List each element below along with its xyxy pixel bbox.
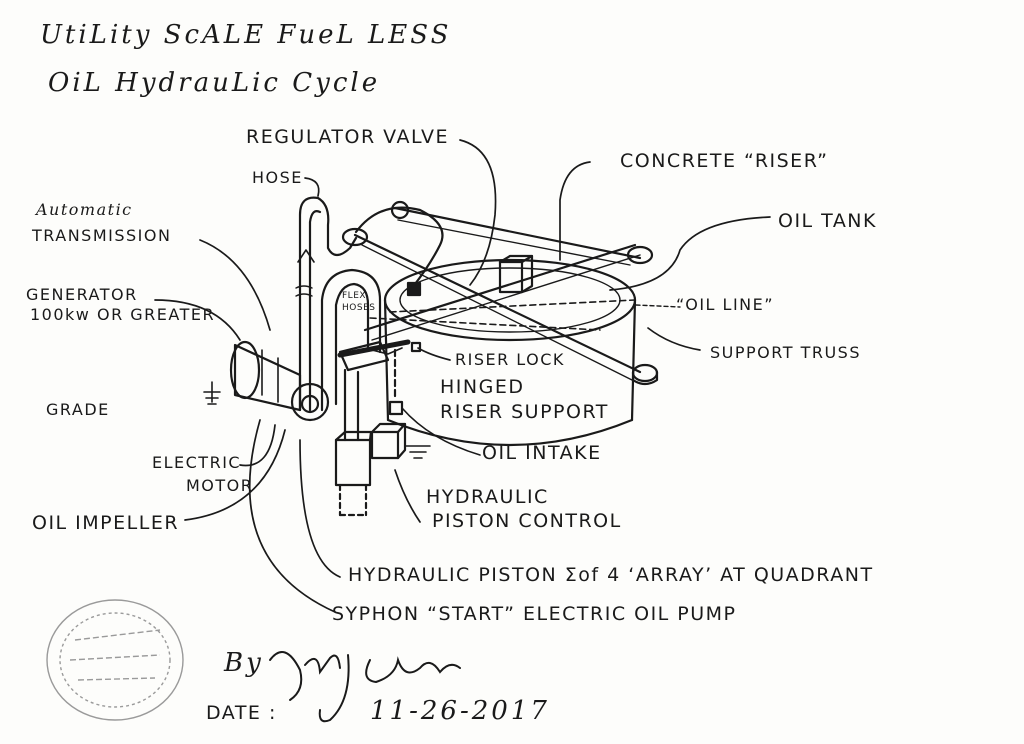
- oil-line: [369, 299, 681, 331]
- label-riser-lock: RISER LOCK: [455, 350, 565, 369]
- label-piston-control: PISTON CONTROL: [432, 510, 622, 532]
- label-electric: ELECTRIC: [152, 453, 242, 472]
- leader-lines: [154, 139, 771, 613]
- label-generator-rating: 100kw OR GREATER: [30, 305, 216, 324]
- label-hose: HOSE: [252, 168, 303, 187]
- notary-stamp: [46, 599, 184, 721]
- label-concrete-riser: CONCRETE “RISER”: [620, 150, 829, 172]
- label-generator: GENERATOR: [26, 285, 138, 304]
- regulator-line: [354, 206, 444, 290]
- signature-mark: [269, 651, 461, 723]
- date-value: 11-26-2017: [370, 696, 550, 726]
- label-syphon-pump: SYPHON “START” ELECTRIC OIL PUMP: [332, 603, 737, 625]
- title-line-1: UtiLity ScALE FueL LESS: [40, 20, 452, 50]
- label-hydraulic: HYDRAULIC: [426, 486, 549, 508]
- label-support-truss: SUPPORT TRUSS: [710, 343, 861, 362]
- ground-symbol: [404, 445, 431, 459]
- oil-intake: [388, 348, 481, 456]
- concrete-riser: [498, 254, 534, 294]
- hydraulic-piston: [334, 368, 373, 517]
- label-oil-intake: OIL INTAKE: [482, 442, 602, 464]
- label-automatic: Automatic: [36, 200, 133, 219]
- label-transmission: TRANSMISSION: [32, 226, 172, 245]
- signature-by: By: [224, 648, 264, 678]
- hinged-riser-support: [338, 340, 390, 372]
- label-grade: GRADE: [46, 400, 110, 419]
- generator: [229, 340, 330, 422]
- label-hinged: HINGED: [440, 376, 525, 398]
- support-truss: [341, 200, 659, 386]
- date-label: DATE :: [206, 702, 277, 724]
- label-regulator-valve: REGULATOR VALVE: [246, 126, 449, 148]
- label-motor: MOTOR: [186, 476, 254, 495]
- label-oil-line: “OIL LINE”: [676, 295, 775, 314]
- label-flex: FLEX: [342, 291, 367, 301]
- title-line-2: OiL HydrauLic Cycle: [48, 68, 381, 98]
- label-riser-support: RISER SUPPORT: [440, 401, 609, 423]
- label-hydraulic-piston: HYDRAULIC PISTON Σof 4 ‘ARRAY’ AT QUADRA…: [348, 564, 874, 586]
- regulator-valve: [406, 281, 422, 297]
- piston-control: [370, 422, 407, 460]
- flex-hoses: [320, 268, 382, 412]
- hose: [295, 196, 358, 412]
- generator-ground: [203, 381, 221, 405]
- riser-lock: [337, 339, 422, 358]
- label-oil-impeller: OIL IMPELLER: [32, 512, 180, 534]
- label-oil-tank: OIL TANK: [778, 210, 877, 232]
- label-hoses: HOSES: [342, 303, 376, 313]
